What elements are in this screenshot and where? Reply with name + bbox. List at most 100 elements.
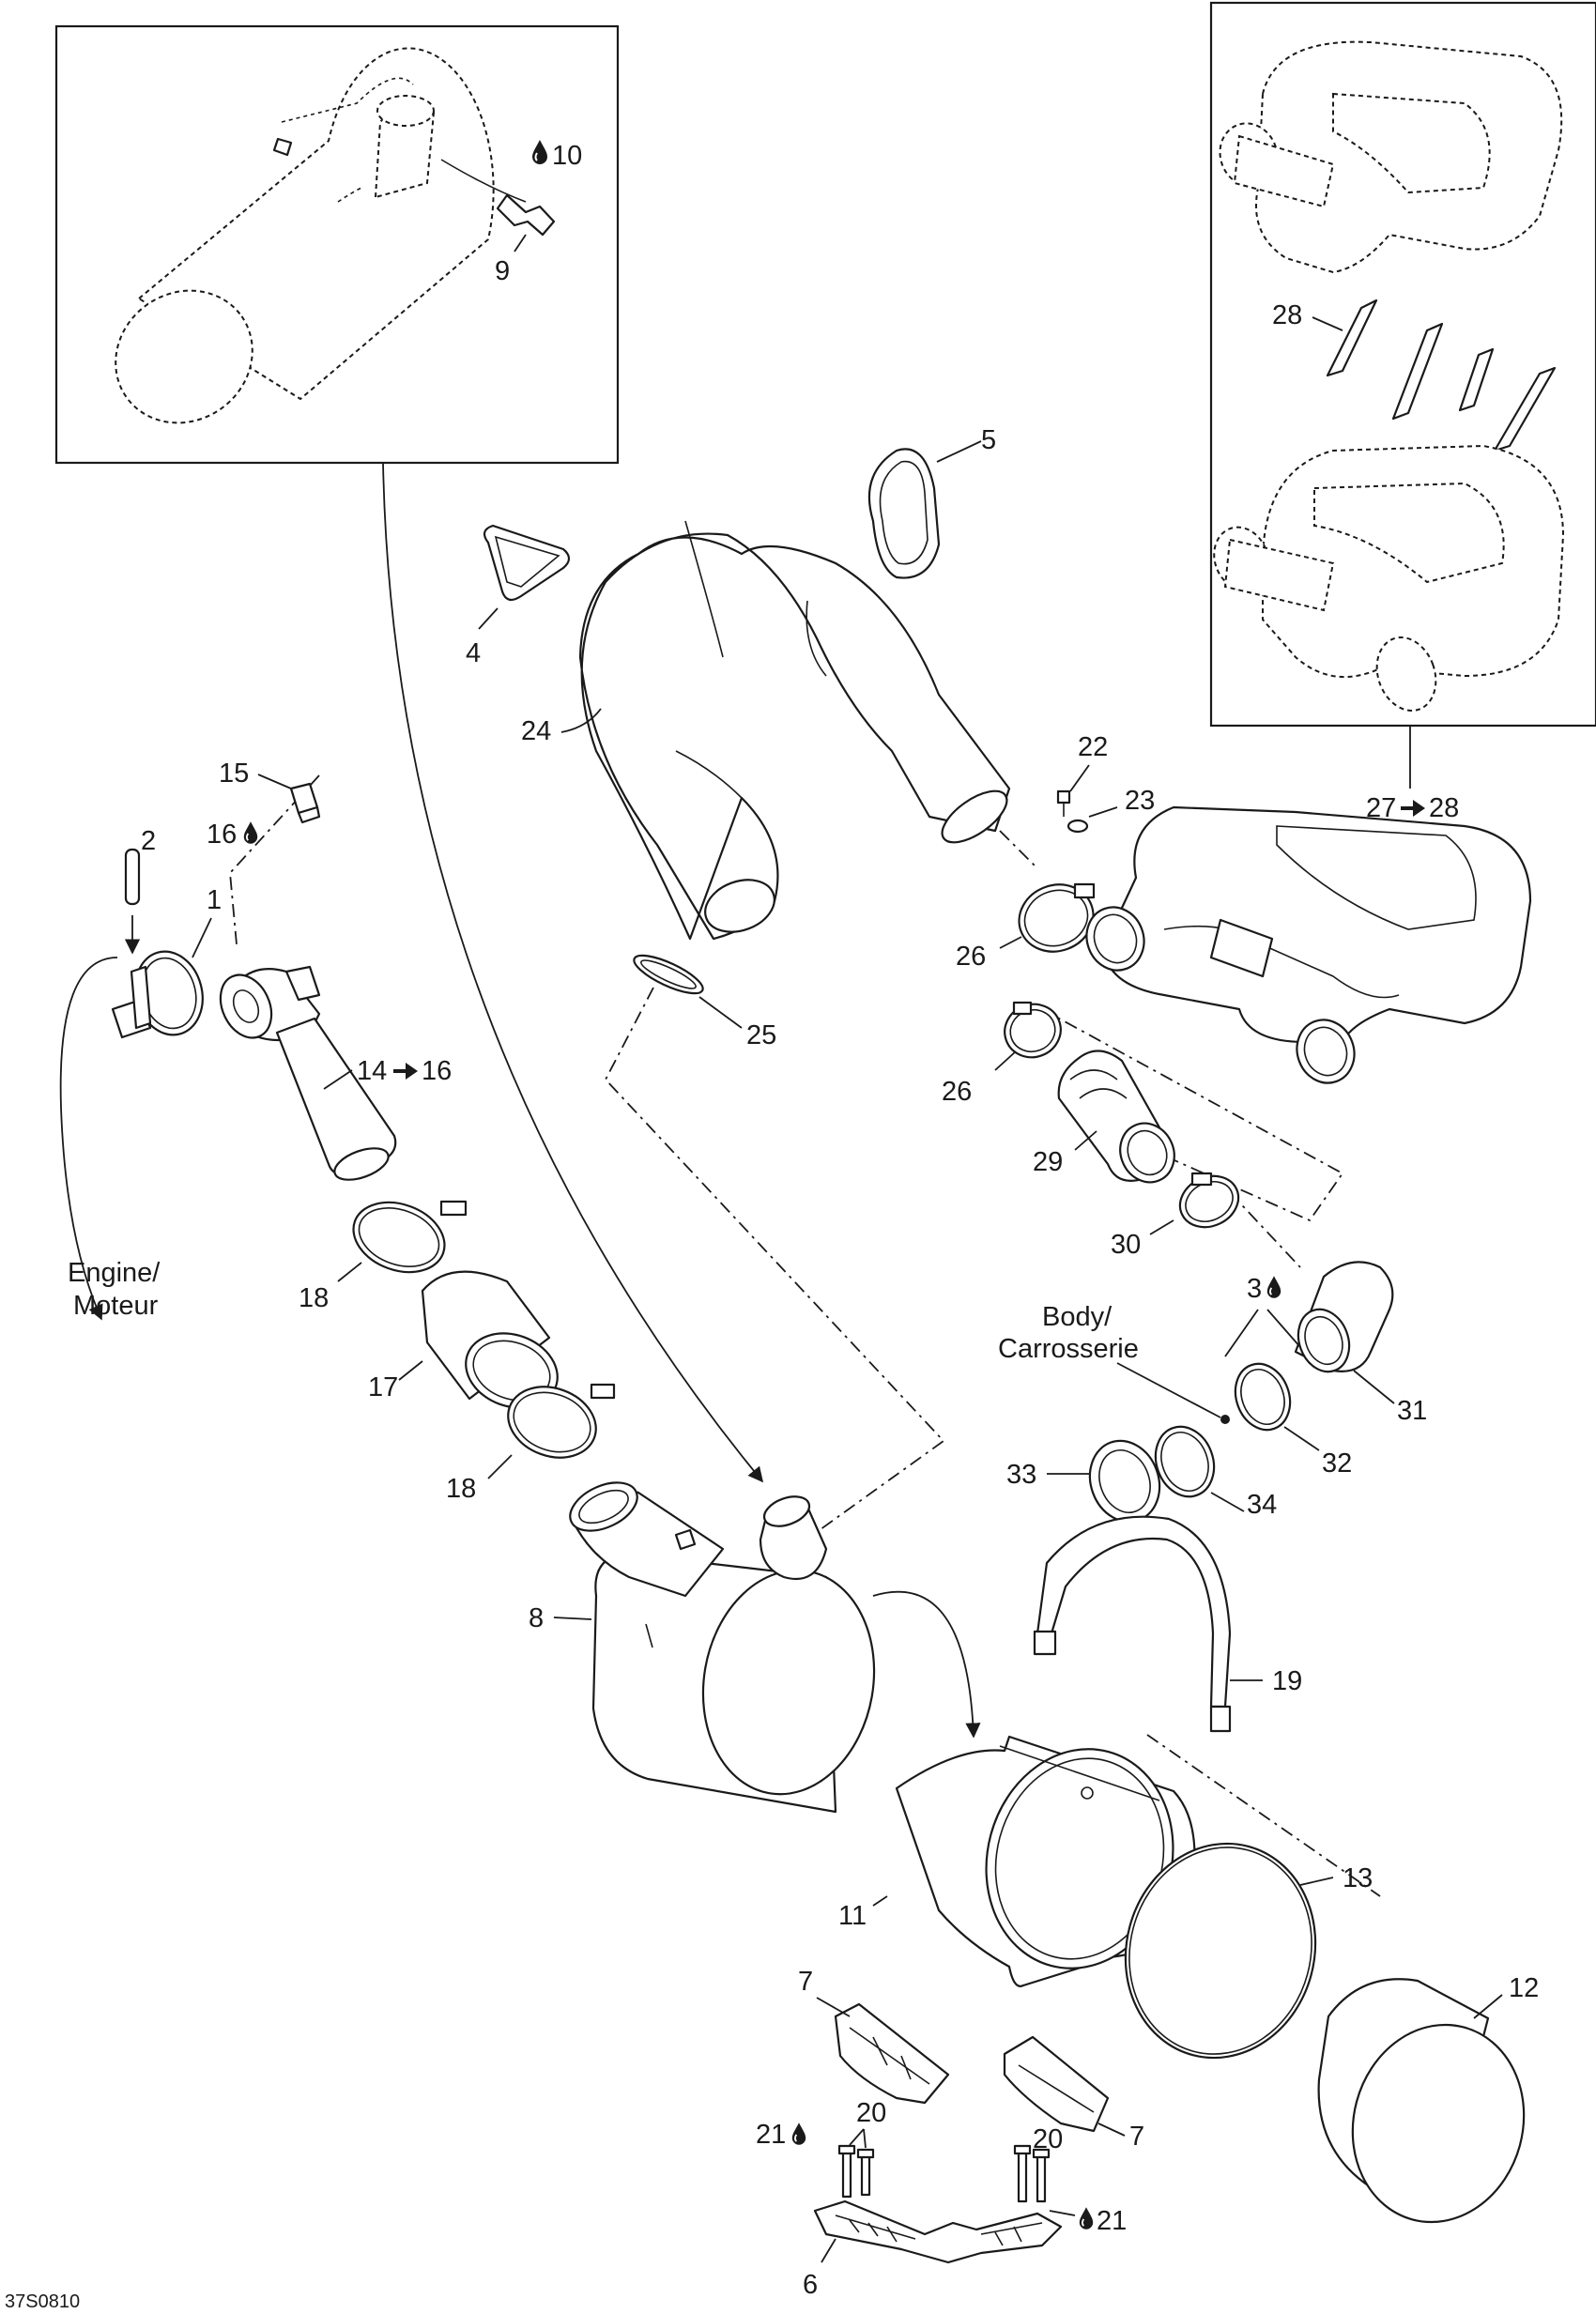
callout-4: 4 xyxy=(466,607,499,668)
callout-3: 3 xyxy=(1224,1274,1301,1357)
callout-27-label: 27 xyxy=(1366,793,1396,823)
callout-26-upper-label: 26 xyxy=(956,942,986,972)
callout-8: 8 xyxy=(529,1603,592,1633)
callout-27-range: 27 28 xyxy=(1366,793,1459,823)
callout-21-left-label: 21 xyxy=(756,2120,786,2150)
rod-4 xyxy=(1493,366,1557,452)
part-11-heat-shield: 11 xyxy=(838,1735,1196,1987)
callout-7-left-label: 7 xyxy=(798,1967,813,1997)
part-24-exhaust-pipe: 24 xyxy=(521,520,1011,941)
callout-22: 22 xyxy=(1069,732,1108,792)
pipe-to-clamp-dash xyxy=(999,830,1038,869)
callout-7-right-label: 7 xyxy=(1129,2122,1144,2152)
callout-12-label: 12 xyxy=(1509,1973,1539,2003)
callout-7-right: 7 xyxy=(1097,2122,1144,2152)
part-18-clamp-lower: 18 xyxy=(446,1383,616,1504)
rod-1 xyxy=(1326,299,1378,377)
body-note-line2: Carrosserie xyxy=(998,1334,1139,1364)
callout-31: 31 xyxy=(1353,1370,1427,1426)
part-2-pin: 2 xyxy=(124,826,156,955)
callout-34: 34 xyxy=(1210,1490,1277,1520)
callout-24: 24 xyxy=(521,708,602,746)
part-20-screws-left: 20 xyxy=(837,2098,886,2199)
callout-24-label: 24 xyxy=(521,716,551,746)
inset-muffler-sensor-box: 10 9 xyxy=(54,24,620,465)
callout-3-label: 3 xyxy=(1247,1274,1262,1304)
callout-13-label: 13 xyxy=(1343,1863,1373,1893)
callout-19-label: 19 xyxy=(1272,1666,1302,1696)
callout-9-label: 9 xyxy=(495,256,510,286)
part-17-sleeve: 17 xyxy=(368,1270,559,1409)
callout-17: 17 xyxy=(368,1360,423,1402)
clamp30-to-elbow-dash xyxy=(1229,1191,1301,1268)
inset-o2-sensor xyxy=(272,137,556,237)
callout-26-lower-label: 26 xyxy=(942,1077,972,1107)
part-6-heat-plate: 6 xyxy=(803,2199,1063,2300)
callout-20-left: 20 xyxy=(849,2098,886,2149)
callout-20-right: 20 xyxy=(1033,2124,1063,2154)
part-34-o-ring: 34 xyxy=(1154,1425,1277,1520)
callout-32-label: 32 xyxy=(1322,1448,1352,1479)
callout-34-label: 34 xyxy=(1247,1490,1277,1520)
resonator-lower-half xyxy=(1213,444,1565,712)
callout-14-range: 14 16 xyxy=(323,1056,452,1090)
callout-1-label: 1 xyxy=(207,885,222,915)
callout-9: 9 xyxy=(495,234,527,286)
callout-26-lower: 26 xyxy=(942,1050,1017,1107)
callout-25: 25 xyxy=(698,996,776,1050)
inset-to-muffler-leader xyxy=(382,462,764,1483)
part-31-elbow: 31 xyxy=(1294,1261,1427,1426)
part-26-clamp-lower: 26 xyxy=(942,1001,1062,1107)
callout-7-left: 7 xyxy=(798,1967,851,2017)
callout-16-label: 16 xyxy=(207,820,237,850)
part-1-v-clamp: 1 xyxy=(111,885,222,1039)
engine-note-line2: Moteur xyxy=(73,1291,159,1321)
shield-to-cap-dash xyxy=(1146,1734,1381,1897)
part-23-washer: 23 xyxy=(1067,786,1155,834)
part-12-end-cap: 12 xyxy=(1317,1973,1539,2224)
part-30-clamp: 30 xyxy=(1111,1172,1240,1260)
engine-note-line1: Engine/ xyxy=(68,1258,161,1288)
part-13-ring: 13 xyxy=(1124,1842,1373,2060)
part-7-bracket-left: 7 xyxy=(798,1967,950,2105)
callout-33-label: 33 xyxy=(1006,1460,1036,1490)
callout-21-right: 21 xyxy=(1049,2206,1127,2236)
callout-33: 33 xyxy=(1006,1460,1089,1490)
callout-16-note: 16 xyxy=(207,820,259,850)
callout-10-label: 10 xyxy=(552,141,582,171)
part-15-sensor-fitting: 15 xyxy=(219,759,321,824)
callout-22-label: 22 xyxy=(1078,732,1108,762)
callout-27-range-end-label: 28 xyxy=(1429,793,1459,823)
muffler-to-shield-leader xyxy=(872,1590,981,1739)
body-note-line1: Body/ xyxy=(1042,1302,1113,1332)
part-14-exhaust-manifold: 14 16 xyxy=(219,965,452,1181)
callout-26-upper: 26 xyxy=(956,936,1022,972)
callout-16-drop-icon xyxy=(242,820,259,845)
rod-3 xyxy=(1458,347,1495,412)
acoustic-rods xyxy=(1326,299,1557,452)
callout-21-left-drop-icon xyxy=(790,2122,807,2146)
part-19-strap: 19 xyxy=(1033,1515,1302,1733)
part-29-adapter: 29 xyxy=(1033,1050,1175,1184)
engine-leader xyxy=(59,957,118,1321)
callout-6: 6 xyxy=(803,2238,836,2300)
part-26-clamp-upper: 26 xyxy=(956,882,1096,972)
callout-28-inset: 28 xyxy=(1272,300,1343,331)
callout-21-left: 21 xyxy=(756,2120,807,2150)
callout-14-range-end-label: 16 xyxy=(422,1056,452,1086)
seal-dash-path xyxy=(604,987,945,1550)
part-20-screws-right: 20 xyxy=(1013,2124,1063,2203)
callout-20-left-label: 20 xyxy=(856,2098,886,2128)
rod-2 xyxy=(1391,322,1444,421)
range-arrow-icon xyxy=(391,1061,420,1081)
callout-8-label: 8 xyxy=(529,1603,544,1633)
part-7-bracket-right: 7 xyxy=(1003,2035,1144,2152)
callout-5: 5 xyxy=(936,425,996,463)
callout-21-right-label: 21 xyxy=(1097,2206,1127,2236)
callout-30: 30 xyxy=(1111,1219,1174,1260)
callout-21-right-drop-icon xyxy=(1078,2206,1095,2230)
callout-29-label: 29 xyxy=(1033,1147,1063,1177)
callout-13: 13 xyxy=(1299,1863,1373,1893)
callout-11-label: 11 xyxy=(838,1901,867,1931)
callout-6-label: 6 xyxy=(803,2270,818,2300)
